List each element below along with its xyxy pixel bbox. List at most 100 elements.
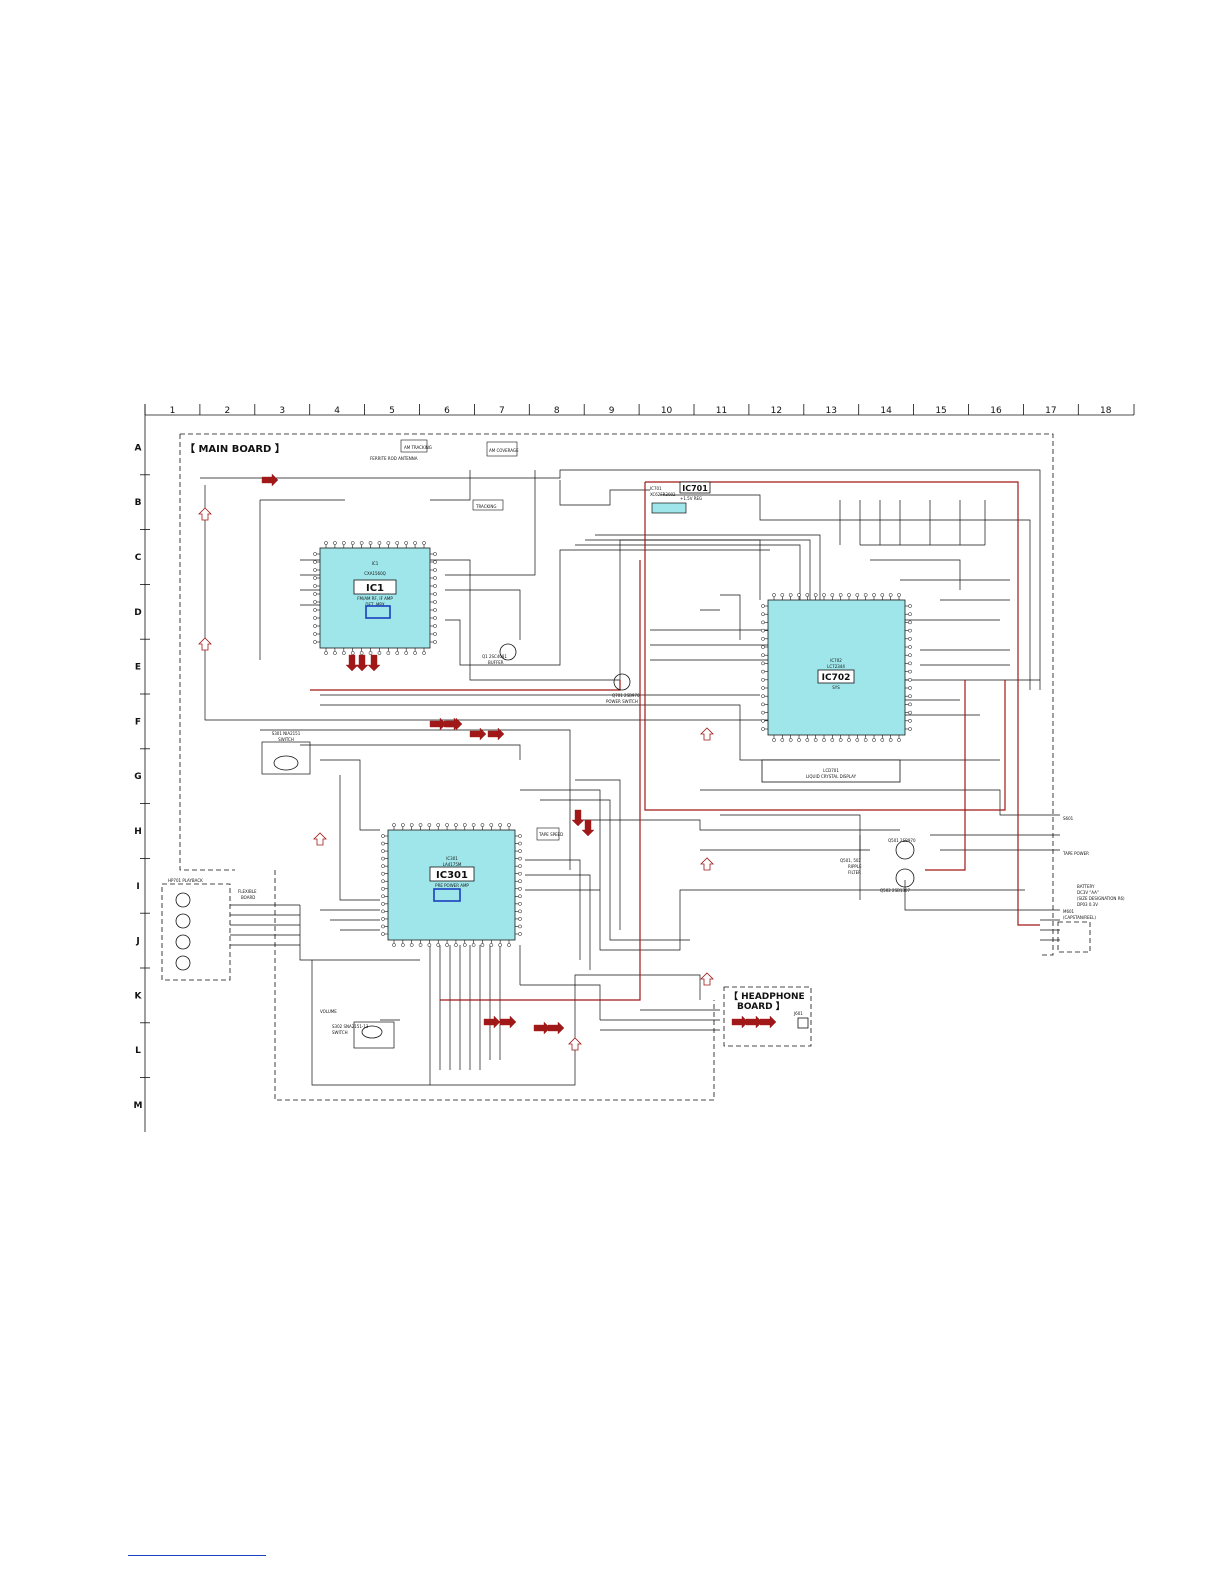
column-label: 13: [826, 406, 837, 416]
ic701-ref: IC701: [650, 486, 662, 491]
column-label: 8: [554, 406, 560, 416]
ic701: IC701 XC62FR3002 IC701 +1.5V REG: [650, 481, 711, 514]
q701-role: POWER SWITCH: [606, 699, 638, 704]
column-label: 7: [499, 406, 505, 416]
s301: S301 NIA2151 SWITCH: [261, 731, 311, 775]
row-label: B: [135, 498, 142, 508]
s301-symbol: [273, 755, 299, 771]
signal-arrows: [198, 473, 777, 1051]
q501-symbol: [895, 840, 915, 860]
column-label: 14: [880, 406, 892, 416]
am-tracking-label: AM TRACKING: [404, 445, 432, 450]
q701-symbol: [613, 673, 631, 691]
ic1-desc1: FM/AM RF, IF AMP: [357, 596, 393, 601]
q502-symbol: [895, 868, 915, 888]
m601-frame: [1057, 921, 1091, 953]
q501-ripple: RIPPLE: [848, 864, 862, 869]
grid-frame: [140, 404, 1135, 1132]
s302: S302 SNA2151-13 SWITCH: [332, 1021, 395, 1049]
main-board-outline: [179, 433, 1054, 1101]
ic702-desc: SYS: [832, 685, 840, 690]
ic301-desc: PRE POWER AMP: [435, 883, 469, 888]
q701: Q701 2SB970 POWER SWITCH: [606, 673, 640, 704]
q1-symbol: [499, 643, 517, 661]
column-label: 16: [990, 406, 1002, 416]
ic301-name: IC301: [436, 870, 468, 881]
s301-frame: [261, 741, 311, 775]
ic701-part: XC62FR3002: [650, 492, 676, 497]
ic1-body: [319, 547, 431, 649]
ic702: IC702 LC72344 IC702 SYS: [761, 593, 912, 742]
headphone-board-label-2: BOARD 】: [737, 1001, 785, 1012]
s301-ref: S301 NIA2151: [272, 731, 301, 736]
battery-area: S601 TAPE POWER BATTERY DC3V "AA" (SIZE …: [1057, 816, 1125, 953]
column-label: 4: [334, 406, 340, 416]
headphone-board-label-1: 【 HEADPHONE: [729, 991, 805, 1002]
column-label: 10: [661, 406, 673, 416]
ic1-name: IC1: [366, 583, 384, 594]
headphone-board: 【 HEADPHONE BOARD 】 J601: [723, 986, 812, 1047]
tape-speed-label: TAPE SPEED: [538, 832, 563, 837]
q501-502: Q501, 502: [840, 858, 861, 863]
ic702-body: [767, 599, 906, 736]
q501-filter: FILTER: [848, 870, 861, 875]
lcd-body: [761, 759, 901, 783]
ic301: IC301 LA4175M IC301 PRE POWER AMP: [381, 823, 522, 947]
row-label: I: [136, 882, 139, 892]
ic702-name: IC702: [822, 673, 851, 683]
ic701-body: [651, 502, 687, 514]
ic301-marker: [433, 888, 461, 902]
lcd-role: LIQUID CRYSTAL DISPLAY: [806, 774, 857, 779]
s601-ref: S601: [1063, 816, 1074, 821]
s302-role: SWITCH: [332, 1030, 348, 1035]
ic301-ref: IC301: [446, 856, 458, 861]
row-label: F: [135, 717, 141, 727]
q701-ref: Q701 2SB970: [612, 693, 640, 698]
column-label: 11: [716, 406, 727, 416]
battery-line-3: (SIZE DESIGNATION R6): [1077, 896, 1125, 901]
ic702-part: LC72344: [827, 664, 845, 669]
row-label: J: [135, 937, 139, 947]
s302-ref: S302 SNA2151-13: [332, 1024, 369, 1029]
flexible-label-2: BOARD: [241, 895, 255, 900]
ic1-marker: [365, 605, 391, 619]
lcd701: LCD701 LIQUID CRYSTAL DISPLAY: [761, 759, 901, 783]
column-label: 5: [389, 406, 395, 416]
ic702-ref: IC702: [830, 658, 842, 663]
q1-ref: Q1 2SC4081: [482, 654, 507, 659]
row-label: K: [135, 991, 143, 1001]
ic1-desc2: DET, MPX: [365, 602, 384, 607]
column-label: 2: [224, 406, 230, 416]
hp-playback-label: HP701 PLAYBACK: [168, 878, 203, 883]
q501-ref: Q501 2SB970: [888, 838, 916, 843]
row-label: D: [134, 608, 141, 618]
hp-playback-frame: [161, 883, 231, 981]
row-label: C: [135, 553, 142, 563]
column-label: 3: [279, 406, 285, 416]
battery-line-1: BATTERY: [1077, 884, 1095, 889]
column-label: 17: [1045, 406, 1056, 416]
headphone-jack-icon: [797, 1017, 809, 1029]
s302-frame: [353, 1021, 395, 1049]
jack-ref: J601: [793, 1011, 803, 1016]
ic702-name-box: [817, 669, 855, 684]
row-label: M: [134, 1101, 143, 1111]
row-label: E: [135, 663, 141, 673]
ic701-name-box: [679, 481, 711, 494]
ic301-name-box: [429, 866, 475, 882]
ic701-desc: +1.5V REG: [680, 496, 702, 501]
ic1-ref: IC1: [372, 561, 379, 566]
volume-label: VOLUME: [320, 1009, 337, 1014]
headphone-board-outline: [723, 986, 812, 1047]
s301-role: SWITCH: [278, 737, 294, 742]
flexible-label-1: FLEXIBLE: [238, 889, 257, 894]
footer-link-underline: [128, 1555, 266, 1556]
s302-symbol: [361, 1025, 383, 1039]
column-label: 9: [609, 406, 615, 416]
column-label: 6: [444, 406, 450, 416]
battery-line-4: DP03 0.3V: [1077, 902, 1098, 907]
column-label: 18: [1100, 406, 1112, 416]
